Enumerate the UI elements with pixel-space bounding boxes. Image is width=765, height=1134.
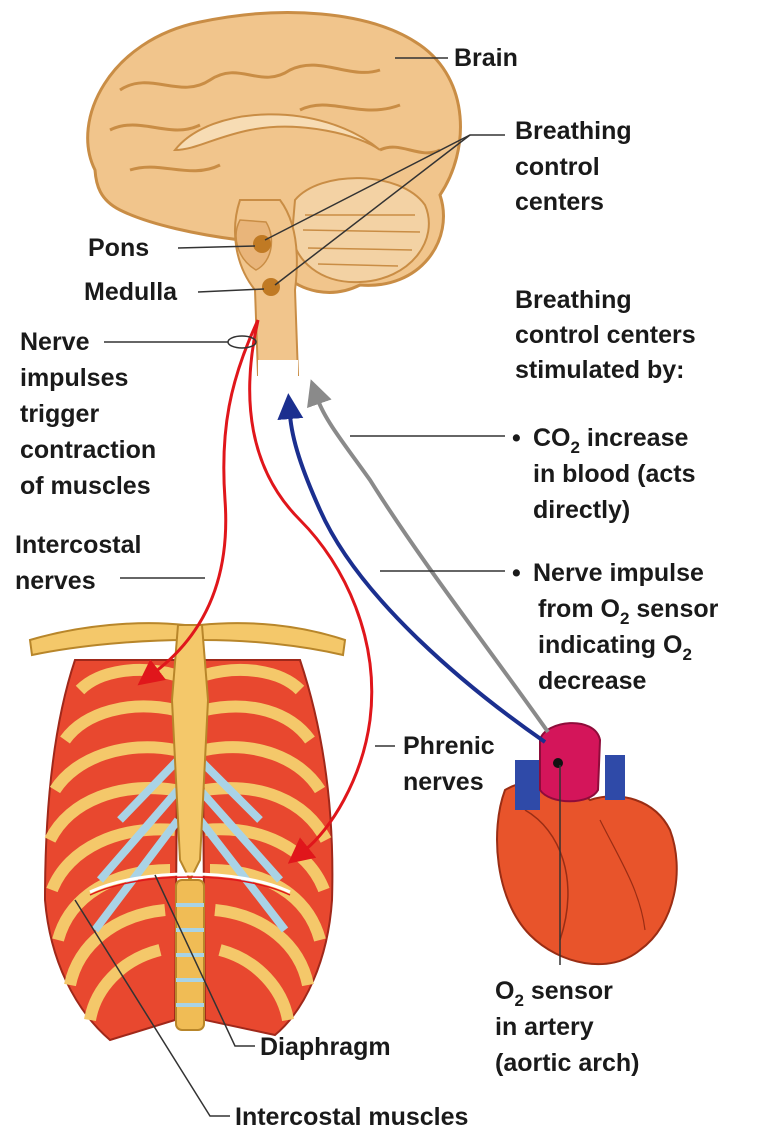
medulla-center-dot [262, 278, 280, 296]
heart-illustration [497, 723, 677, 964]
label-medulla: Medulla [84, 278, 178, 306]
rib-cage-illustration [30, 623, 345, 1040]
o2-line-3: indicating O2 [538, 631, 692, 664]
nerve-ring [228, 336, 256, 348]
label-nerve-impulses-4: contraction [20, 436, 156, 464]
co2-bullet: • [512, 424, 521, 452]
o2-line-2: from O2 sensor [538, 595, 719, 628]
label-breathing-control-3: centers [515, 188, 604, 216]
co2-line-2: in blood (acts [533, 460, 696, 488]
label-nerve-impulses-2: impulses [20, 364, 128, 392]
label-nerve-impulses-1: Nerve [20, 328, 90, 356]
o2-line-1: Nerve impulse [533, 559, 704, 587]
heading-stimuli-3: stimulated by: [515, 356, 684, 384]
label-phrenic-nerves-1: Phrenic [403, 732, 495, 760]
label-nerve-impulses-5: of muscles [20, 472, 151, 500]
label-pons: Pons [88, 234, 149, 262]
heading-stimuli-2: control centers [515, 321, 696, 349]
o2-bullet: • [512, 559, 521, 587]
label-o2-sensor-3: (aortic arch) [495, 1049, 639, 1077]
intercostal-nerve-arrow [155, 320, 258, 672]
label-nerve-impulses-3: trigger [20, 400, 99, 428]
label-intercostal-nerves-2: nerves [15, 567, 96, 595]
brain-illustration [88, 13, 461, 382]
co2-line-1: CO2 increase [533, 424, 688, 457]
label-intercostal-muscles: Intercostal muscles [235, 1103, 468, 1131]
o2-line-4: decrease [538, 667, 647, 695]
label-o2-sensor-1: O2 sensor [495, 977, 613, 1010]
label-phrenic-nerves-2: nerves [403, 768, 484, 796]
label-diaphragm: Diaphragm [260, 1033, 391, 1061]
label-breathing-control-2: control [515, 153, 600, 181]
heading-stimuli-1: Breathing [515, 286, 632, 314]
label-breathing-control-1: Breathing [515, 117, 632, 145]
o2-sensor-pathway-arrow [290, 415, 545, 742]
label-brain: Brain [454, 44, 518, 72]
label-intercostal-nerves-1: Intercostal [15, 531, 141, 559]
co2-line-3: directly) [533, 496, 630, 524]
o2-sensor-dot [553, 758, 563, 768]
label-o2-sensor-2: in artery [495, 1013, 594, 1041]
